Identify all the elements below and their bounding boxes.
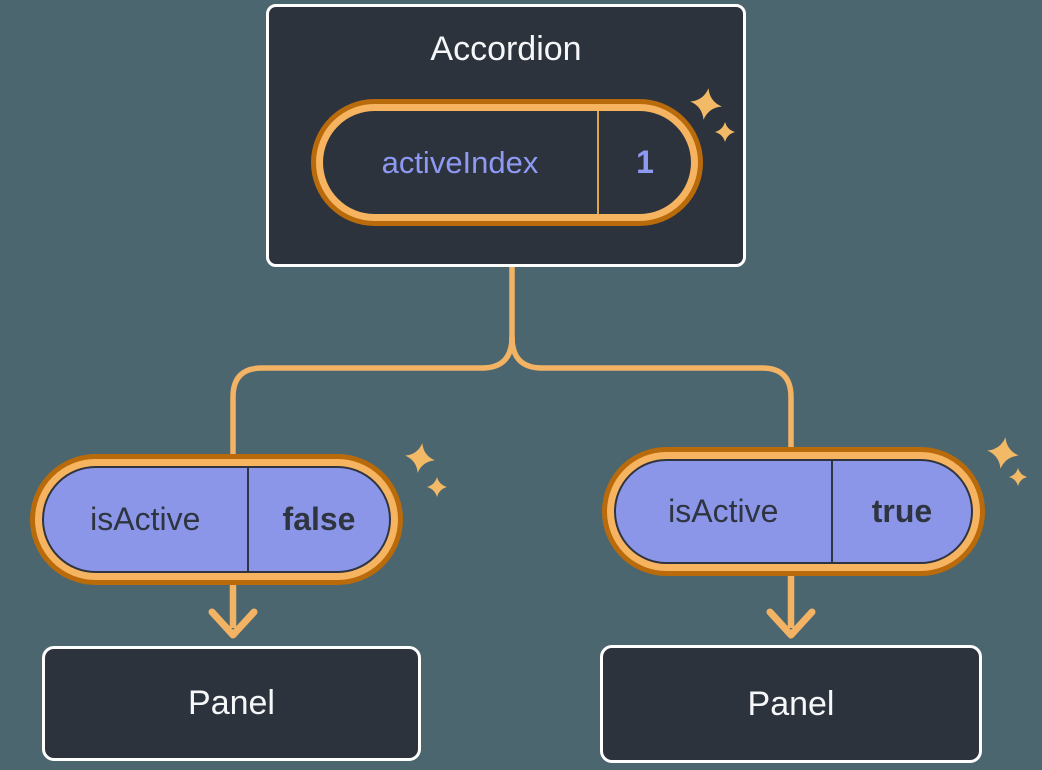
- panel-node-right: Panel: [600, 645, 982, 763]
- sparkle-icon: [987, 437, 1019, 469]
- arrow-left-head: [208, 608, 258, 639]
- prop-pill-left: isActive false: [30, 454, 403, 585]
- state-pill: activeIndex 1: [311, 99, 703, 226]
- component-title: Accordion: [430, 30, 582, 68]
- prop-value: false: [282, 501, 356, 537]
- panel-title: Panel: [188, 684, 275, 722]
- sparkle-icon: [405, 443, 435, 473]
- prop-pill-left-body: isActive false: [42, 466, 391, 573]
- panel-title: Panel: [747, 684, 835, 723]
- prop-pill-right-body: isActive true: [614, 459, 973, 564]
- state-pill-divider: [597, 111, 599, 214]
- component-node-accordion: Accordion activeIndex 1: [266, 4, 746, 267]
- prop-name: isActive: [90, 501, 201, 537]
- prop-pill-right: isActive true: [602, 447, 985, 576]
- sparkle-icon: [427, 477, 447, 497]
- prop-value: true: [871, 493, 933, 529]
- sparkle-icon: [1009, 468, 1027, 486]
- state-value: 1: [636, 144, 654, 180]
- prop-name: isActive: [668, 493, 779, 529]
- arrow-right-head: [766, 608, 816, 639]
- prop-pill-divider: [830, 461, 833, 562]
- panel-node-left: Panel: [42, 646, 421, 761]
- state-pill-body: activeIndex 1: [323, 111, 691, 214]
- state-name: activeIndex: [381, 144, 539, 180]
